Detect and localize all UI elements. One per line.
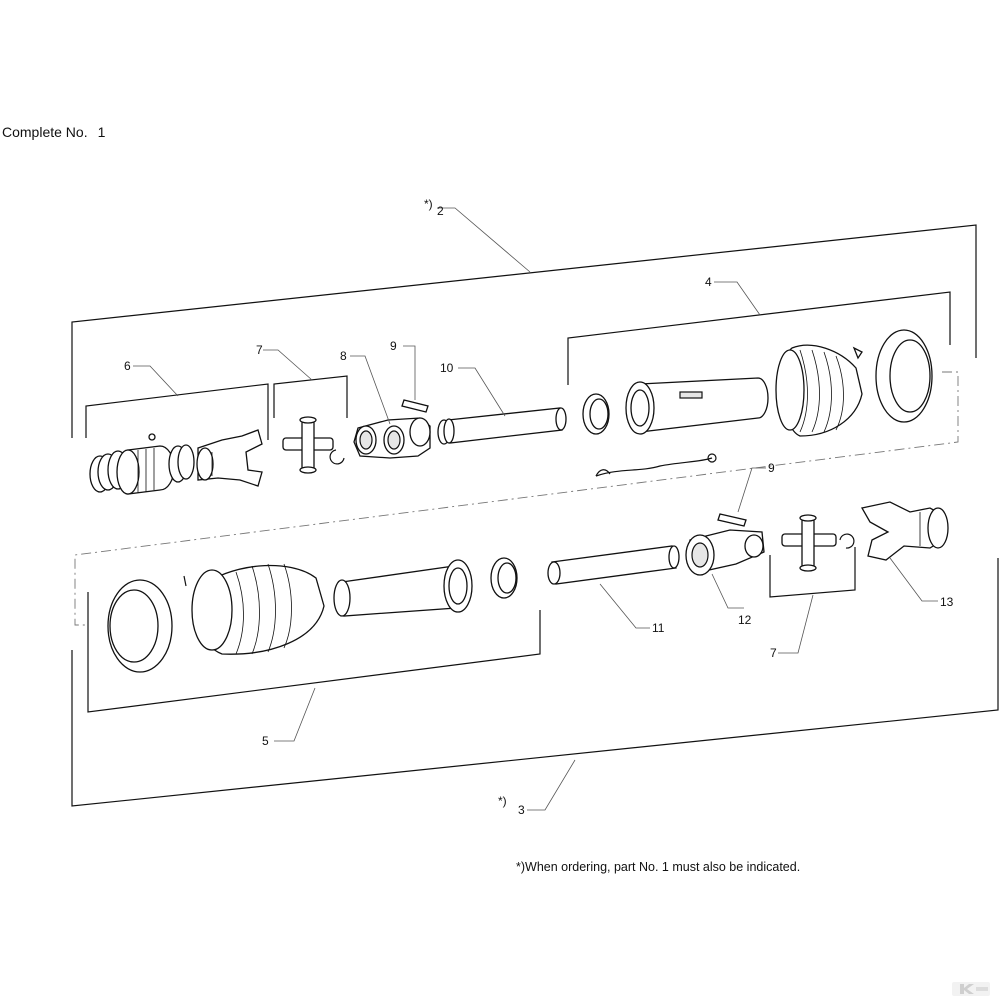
bracket-assembly-3 bbox=[71, 558, 999, 811]
bracket-group-7-top bbox=[263, 349, 348, 418]
callout-4: 4 bbox=[705, 275, 712, 289]
callout-2-mark: *) bbox=[424, 197, 433, 211]
guard-bellows-upper bbox=[775, 344, 863, 437]
part-9-spring-pin-lower bbox=[717, 513, 747, 527]
guard-cone-upper bbox=[875, 329, 933, 423]
part-8-yoke bbox=[353, 417, 431, 459]
callout-10: 10 bbox=[440, 361, 454, 375]
callout-3-number: 3 bbox=[518, 803, 525, 817]
bracket-guard-4 bbox=[567, 281, 951, 385]
callout-9-upper: 9 bbox=[390, 339, 397, 353]
part-7-cross-journal-upper bbox=[282, 416, 345, 474]
guard-cone-lower bbox=[107, 579, 173, 673]
continuation-line bbox=[74, 371, 959, 626]
callout-2-number: 2 bbox=[437, 204, 444, 218]
callout-7-upper: 7 bbox=[256, 343, 263, 357]
callout-12: 12 bbox=[738, 613, 752, 627]
guard-bellows-lower bbox=[183, 563, 325, 655]
callout-6: 6 bbox=[124, 359, 131, 373]
part-10-inner-tube bbox=[443, 407, 567, 444]
brand-logo bbox=[952, 982, 990, 996]
callout-11: 11 bbox=[652, 621, 665, 635]
part-12-yoke bbox=[685, 529, 765, 576]
yoke-inner bbox=[196, 429, 263, 487]
callout-9-lower: 9 bbox=[768, 461, 775, 475]
complete-number-label: Complete No. bbox=[2, 124, 88, 140]
complete-number-value: 1 bbox=[97, 124, 106, 140]
part-6-ring-assembly bbox=[89, 433, 195, 495]
part-7-cross-journal-lower bbox=[781, 514, 855, 572]
complete-number-heading: Complete No. 1 bbox=[2, 124, 105, 140]
bracket-group-6 bbox=[85, 365, 269, 440]
bracket-assembly-2 bbox=[71, 207, 977, 438]
part-11-outer-tube bbox=[547, 545, 680, 585]
callout-7-lower: 7 bbox=[770, 646, 777, 660]
safety-chain bbox=[595, 453, 717, 477]
bracket-group-7-bottom bbox=[769, 547, 856, 654]
part-5-guard-tube bbox=[333, 559, 473, 617]
callout-8: 8 bbox=[340, 349, 347, 363]
guard-bearing-ring-upper bbox=[582, 393, 610, 435]
ordering-note: *)When ordering, part No. 1 must also be… bbox=[516, 860, 801, 874]
part-4-guard-tube bbox=[625, 377, 769, 435]
leader-lines bbox=[350, 345, 938, 629]
guard-bearing-ring-lower bbox=[490, 557, 518, 599]
callout-3-mark: *) bbox=[498, 794, 507, 808]
callout-13: 13 bbox=[940, 595, 954, 609]
callout-5: 5 bbox=[262, 734, 269, 748]
bracket-guard-5 bbox=[87, 592, 541, 742]
part-13-yoke bbox=[860, 501, 949, 561]
